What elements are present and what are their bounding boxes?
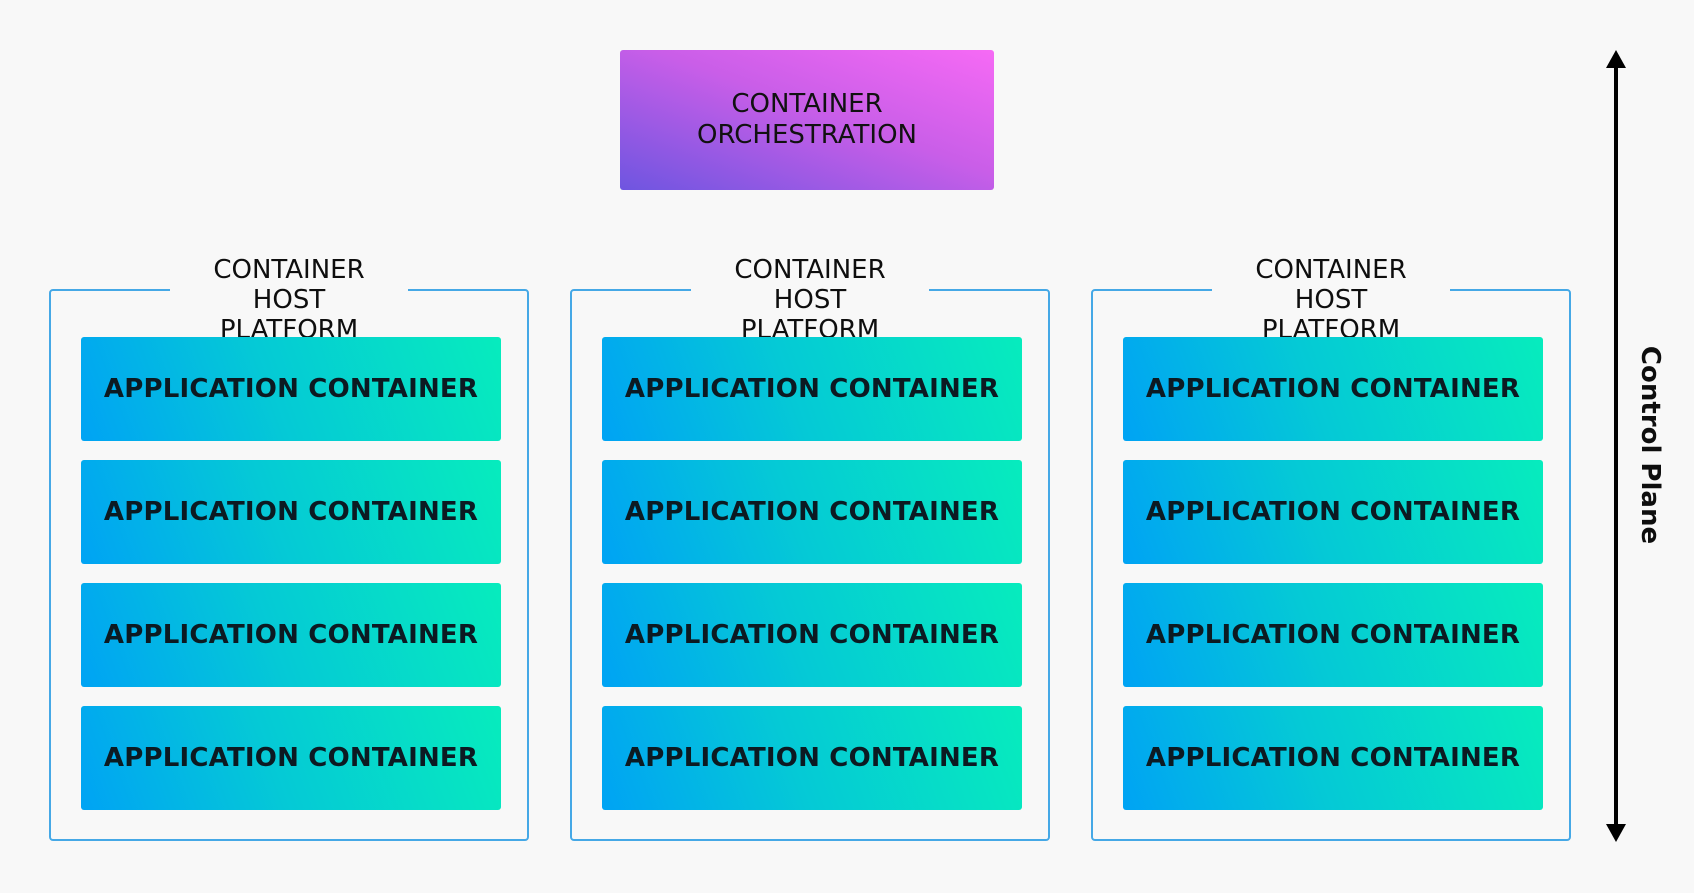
application-container: APPLICATION CONTAINER bbox=[1123, 706, 1543, 810]
platform-title: CONTAINER HOST PLATFORM bbox=[1212, 255, 1450, 345]
container-host-platform-1: CONTAINER HOST PLATFORM APPLICATION CONT… bbox=[49, 255, 529, 841]
application-container: APPLICATION CONTAINER bbox=[81, 706, 501, 810]
application-container: APPLICATION CONTAINER bbox=[81, 337, 501, 441]
container-host-platform-3: CONTAINER HOST PLATFORM APPLICATION CONT… bbox=[1091, 255, 1571, 841]
application-container: APPLICATION CONTAINER bbox=[602, 337, 1022, 441]
control-plane-arrow bbox=[1606, 50, 1626, 842]
application-container: APPLICATION CONTAINER bbox=[81, 460, 501, 564]
container-host-platform-2: CONTAINER HOST PLATFORM APPLICATION CONT… bbox=[570, 255, 1050, 841]
control-plane-label: Control Plane bbox=[1635, 345, 1665, 545]
platform-title: CONTAINER HOST PLATFORM bbox=[691, 255, 929, 345]
container-orchestration-box: CONTAINER ORCHESTRATION bbox=[620, 50, 994, 190]
application-container: APPLICATION CONTAINER bbox=[602, 706, 1022, 810]
platform-title: CONTAINER HOST PLATFORM bbox=[170, 255, 408, 345]
application-container: APPLICATION CONTAINER bbox=[1123, 460, 1543, 564]
application-container: APPLICATION CONTAINER bbox=[602, 583, 1022, 687]
application-container: APPLICATION CONTAINER bbox=[602, 460, 1022, 564]
application-container: APPLICATION CONTAINER bbox=[81, 583, 501, 687]
application-container: APPLICATION CONTAINER bbox=[1123, 583, 1543, 687]
application-container: APPLICATION CONTAINER bbox=[1123, 337, 1543, 441]
